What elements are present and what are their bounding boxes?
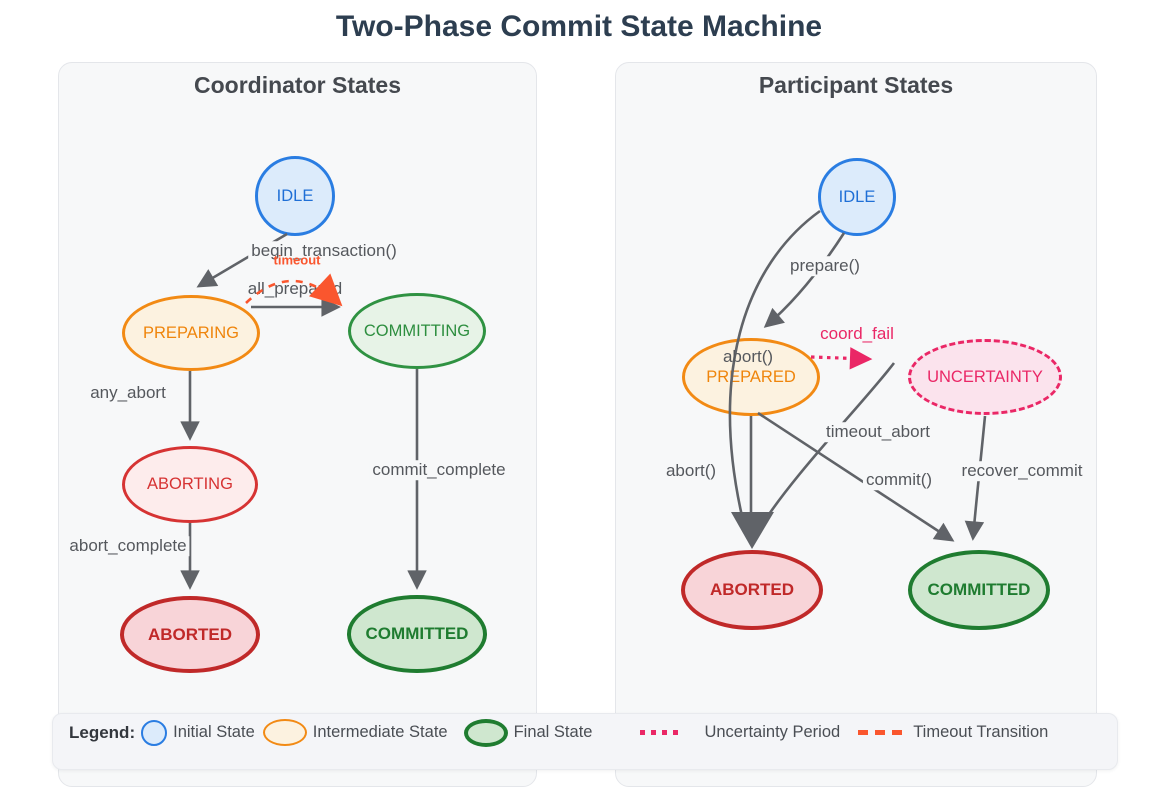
state-label: COMMITTED bbox=[927, 580, 1031, 599]
state-label: COMMITTING bbox=[363, 321, 471, 340]
merged-arrowhead-aborted bbox=[731, 512, 774, 549]
edge-label-prepare: prepare() bbox=[787, 256, 863, 276]
edge-coord-fail-dotted bbox=[810, 347, 873, 370]
intermediate-state-swatch bbox=[262, 719, 307, 746]
edge-label-abort-from-idle: abort() bbox=[662, 461, 720, 481]
timeout-transition-line-swatch bbox=[858, 730, 905, 735]
legend-item-label: Intermediate State bbox=[312, 723, 448, 741]
edge-commit bbox=[757, 411, 955, 542]
state-label: PREPARING bbox=[143, 323, 239, 342]
legend-item-label: Timeout Transition bbox=[913, 723, 1049, 741]
state-label: UNCERTAINTY bbox=[927, 367, 1043, 386]
edge-label-abort-from-prepared: abort() bbox=[722, 347, 774, 367]
state-node-coordinator-idle: IDLE bbox=[255, 156, 335, 236]
final-state-swatch bbox=[463, 718, 508, 747]
state-label: ABORTED bbox=[709, 580, 795, 599]
state-label: IDLE bbox=[838, 187, 876, 206]
edge-abort-from-idle bbox=[728, 209, 821, 534]
state-label: PREPARED bbox=[706, 367, 796, 386]
state-node-coordinator-aborted: ABORTED bbox=[120, 596, 260, 673]
legend-item-label: Uncertainty Period bbox=[704, 723, 841, 741]
state-label: IDLE bbox=[276, 186, 314, 205]
state-label: COMMITTED bbox=[365, 624, 469, 643]
edge-label-recover-commit: recover_commit bbox=[958, 461, 1086, 481]
legend-heading: Legend: bbox=[69, 722, 136, 742]
edge-label-timeout: timeout bbox=[273, 252, 321, 268]
state-node-participant-idle: IDLE bbox=[818, 158, 896, 236]
edge-prepare bbox=[763, 232, 846, 328]
uncertainty-period-line-swatch bbox=[640, 730, 681, 735]
edge-label-any-abort: any_abort bbox=[87, 383, 169, 403]
edge-label-abort-complete: abort_complete bbox=[66, 536, 190, 556]
state-node-coordinator-committing: COMMITTING bbox=[348, 293, 486, 369]
state-node-participant-aborted: ABORTED bbox=[681, 550, 823, 630]
initial-state-swatch bbox=[141, 719, 168, 746]
diagram-title: Two-Phase Commit State Machine bbox=[335, 10, 823, 43]
state-node-coordinator-aborting: ABORTING bbox=[122, 446, 258, 523]
edge-label-commit: commit() bbox=[862, 470, 936, 490]
legend-item-label: Final State bbox=[513, 723, 593, 741]
edge-label-coord-fail: coord_fail bbox=[820, 324, 894, 344]
participant-panel-title: Participant States bbox=[758, 72, 954, 98]
coordinator-panel-title: Coordinator States bbox=[193, 72, 402, 98]
edge-timeout-dashed-arc bbox=[245, 273, 343, 307]
edge-label-timeout-abort: timeout_abort bbox=[823, 422, 933, 442]
state-label: ABORTED bbox=[147, 624, 233, 644]
state-node-participant-prepared: PREPARED bbox=[682, 338, 820, 416]
state-node-coordinator-committed: COMMITTED bbox=[347, 595, 487, 673]
state-label: ABORTING bbox=[147, 475, 233, 493]
edge-label-begin-transaction: begin_transaction() bbox=[248, 241, 400, 261]
legend-item-label: Initial State bbox=[173, 723, 255, 741]
edge-label-commit-complete: commit_complete bbox=[369, 460, 509, 480]
state-node-coordinator-preparing: PREPARING bbox=[122, 295, 260, 371]
state-node-participant-uncertainty: UNCERTAINTY bbox=[908, 339, 1062, 415]
legend: Legend: Initial State Intermediate State… bbox=[52, 713, 1118, 770]
state-node-participant-committed: COMMITTED bbox=[908, 550, 1050, 630]
